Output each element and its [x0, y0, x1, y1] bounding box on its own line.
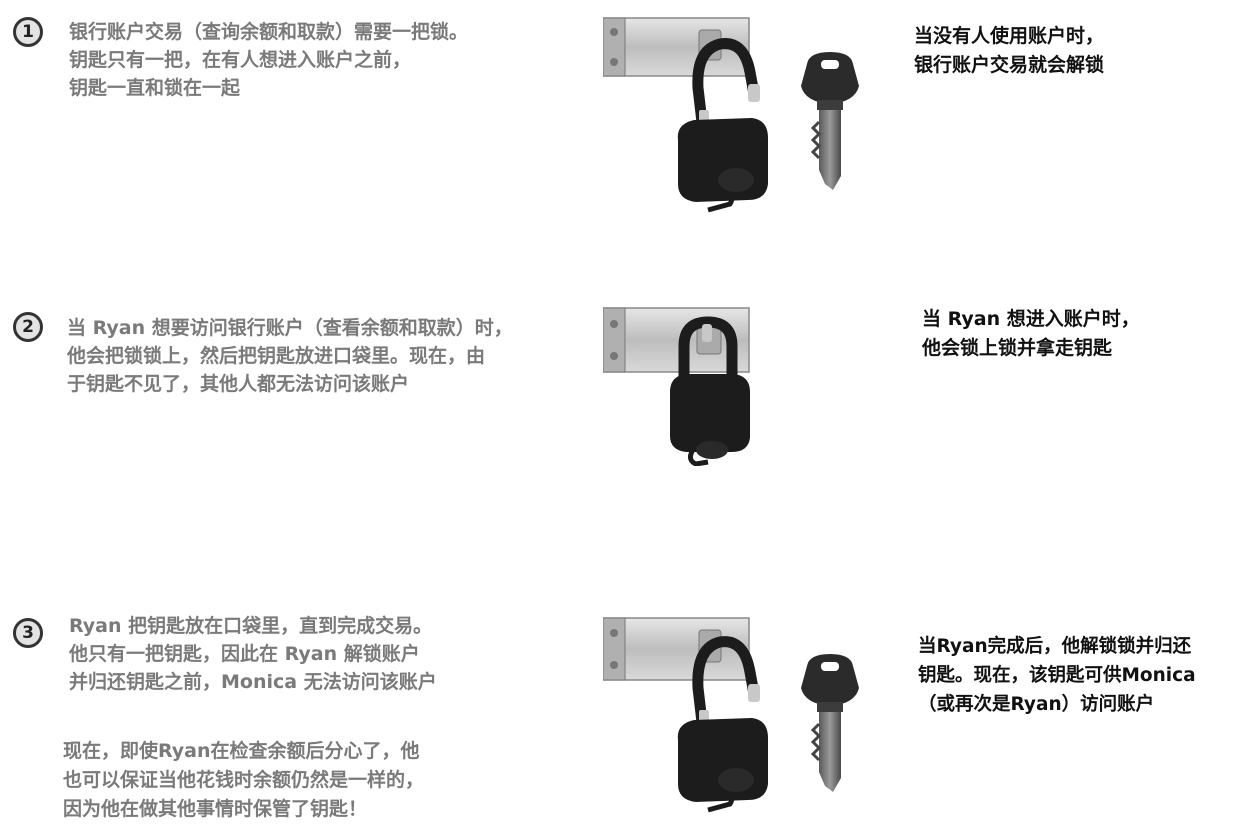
- step-3-caption-line-2: 钥匙。现在，该钥匙可供Monica: [918, 661, 1196, 690]
- step-2-caption-line-1: 当 Ryan 想进入账户时，: [922, 305, 1140, 334]
- step-1-line-1: 银行账户交易（查询余额和取款）需要一把锁。: [69, 18, 468, 46]
- step-3-note-line-1: 现在，即使Ryan在检查余额后分心了，他: [63, 737, 424, 766]
- step-3-description: Ryan 把钥匙放在口袋里，直到完成交易。 他只有一把钥匙，因此在 Ryan 解…: [69, 612, 437, 696]
- step-3-line-2: 他只有一把钥匙，因此在 Ryan 解锁账户: [69, 640, 437, 668]
- step-2-caption: 当 Ryan 想进入账户时， 他会锁上锁并拿走钥匙: [922, 305, 1140, 363]
- step-2-number: 2: [22, 317, 34, 337]
- step-1-line-3: 钥匙一直和锁在一起: [69, 74, 468, 102]
- step-1-line-2: 钥匙只有一把，在有人想进入账户之前，: [69, 46, 468, 74]
- step-3-note-line-3: 因为他在做其他事情时保管了钥匙！: [63, 795, 424, 824]
- step-3-note: 现在，即使Ryan在检查余额后分心了，他 也可以保证当他花钱时余额仍然是一样的，…: [63, 737, 424, 824]
- step-2-caption-line-2: 他会锁上锁并拿走钥匙: [922, 334, 1140, 363]
- step-3-line-1: Ryan 把钥匙放在口袋里，直到完成交易。: [69, 612, 437, 640]
- step-3-caption-line-3: （或再次是Ryan）访问账户: [918, 690, 1196, 719]
- step-3-number: 3: [22, 623, 34, 643]
- step-2-description: 当 Ryan 想要访问银行账户（查看余额和取款）时， 他会把锁锁上，然后把钥匙放…: [67, 314, 513, 398]
- step-1-description: 银行账户交易（查询余额和取款）需要一把锁。 钥匙只有一把，在有人想进入账户之前，…: [69, 18, 468, 102]
- step-2-line-2: 他会把锁锁上，然后把钥匙放进口袋里。现在，由: [67, 342, 513, 370]
- step-1-caption-line-2: 银行账户交易就会解锁: [914, 51, 1104, 80]
- open-padlock-icon: [668, 28, 778, 214]
- step-3-note-line-2: 也可以保证当他花钱时余额仍然是一样的，: [63, 766, 424, 795]
- step-2-line-3: 于钥匙不见了，其他人都无法访问该账户: [67, 370, 513, 398]
- step-3-badge: 3: [13, 618, 43, 648]
- key-icon: [795, 652, 865, 794]
- step-1-badge: 1: [13, 17, 43, 47]
- step-2-badge: 2: [13, 312, 43, 342]
- step-2-line-1: 当 Ryan 想要访问银行账户（查看余额和取款）时，: [67, 314, 513, 342]
- key-icon: [795, 50, 865, 192]
- step-3-caption-line-1: 当Ryan完成后，他解锁锁并归还: [918, 632, 1196, 661]
- step-1-number: 1: [22, 22, 34, 42]
- open-padlock-icon: [668, 626, 778, 816]
- closed-padlock-icon: [664, 316, 756, 466]
- step-1-caption: 当没有人使用账户时， 银行账户交易就会解锁: [914, 22, 1104, 80]
- step-3-caption: 当Ryan完成后，他解锁锁并归还 钥匙。现在，该钥匙可供Monica （或再次是…: [918, 632, 1196, 719]
- step-1-caption-line-1: 当没有人使用账户时，: [914, 22, 1104, 51]
- step-3-line-3: 并归还钥匙之前，Monica 无法访问该账户: [69, 668, 437, 696]
